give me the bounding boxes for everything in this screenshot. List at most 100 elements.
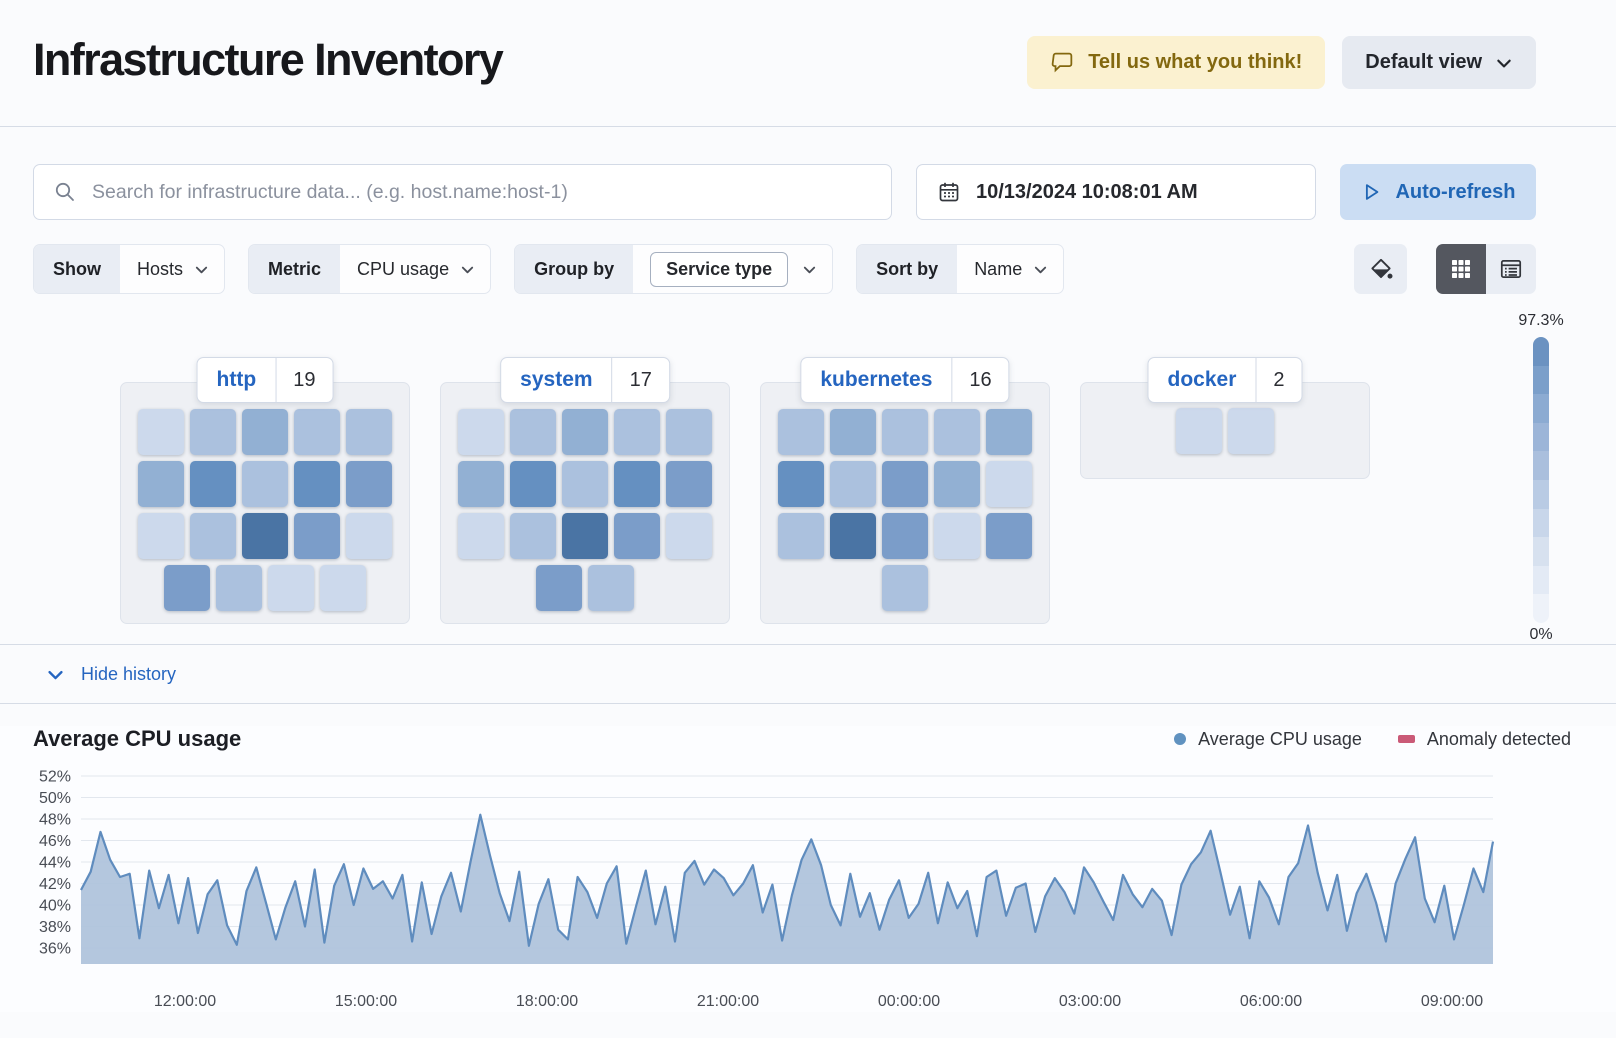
host-tile[interactable] (294, 461, 340, 507)
filter-group-by-label: Group by (515, 245, 634, 293)
svg-text:38%: 38% (39, 919, 71, 936)
color-palette-button[interactable] (1354, 244, 1407, 294)
hide-history-label: Hide history (81, 663, 177, 684)
host-tile[interactable] (346, 461, 392, 507)
host-tile[interactable] (190, 461, 236, 507)
filter-group-by-value[interactable]: Service type (650, 251, 789, 287)
host-tile[interactable] (190, 513, 236, 559)
host-tile[interactable] (778, 409, 824, 455)
host-tile[interactable] (666, 461, 712, 507)
host-tile[interactable] (562, 461, 608, 507)
host-tile[interactable] (138, 513, 184, 559)
grid-icon (1449, 257, 1473, 281)
svg-text:12:00:00: 12:00:00 (154, 993, 216, 1010)
hide-history-toggle[interactable]: Hide history (0, 644, 1616, 704)
search-box[interactable] (33, 164, 892, 220)
svg-text:00:00:00: 00:00:00 (878, 993, 940, 1010)
host-tile[interactable] (830, 461, 876, 507)
host-tile[interactable] (294, 513, 340, 559)
filter-metric-label: Metric (249, 245, 341, 293)
host-tile[interactable] (882, 513, 928, 559)
host-tile[interactable] (1176, 408, 1222, 454)
host-tile[interactable] (242, 409, 288, 455)
filter-sort-by-value: Name (974, 258, 1023, 279)
host-tile[interactable] (536, 565, 582, 611)
host-tile[interactable] (458, 409, 504, 455)
svg-text:09:00:00: 09:00:00 (1421, 993, 1483, 1010)
host-tile[interactable] (294, 409, 340, 455)
view-dropdown[interactable]: Default view (1342, 36, 1536, 89)
host-tile[interactable] (986, 461, 1032, 507)
host-tile[interactable] (882, 409, 928, 455)
svg-text:21:00:00: 21:00:00 (697, 993, 759, 1010)
host-tile[interactable] (242, 461, 288, 507)
svg-text:46%: 46% (39, 833, 71, 850)
legend-item-average-cpu[interactable]: Average CPU usage (1174, 729, 1362, 750)
host-tile[interactable] (882, 461, 928, 507)
scale-max-label: 97.3% (1518, 312, 1564, 329)
table-view-button[interactable] (1486, 244, 1536, 294)
filter-metric[interactable]: Metric CPU usage (248, 244, 492, 294)
host-tile[interactable] (588, 565, 634, 611)
host-tile[interactable] (138, 409, 184, 455)
host-tile[interactable] (510, 409, 556, 455)
host-tile[interactable] (190, 409, 236, 455)
host-tile[interactable] (614, 513, 660, 559)
host-tile[interactable] (778, 513, 824, 559)
search-input[interactable] (92, 180, 872, 204)
filter-sort-by-label: Sort by (857, 245, 958, 293)
grid-view-button[interactable] (1436, 244, 1486, 294)
svg-text:40%: 40% (39, 898, 71, 915)
view-tools (1354, 244, 1536, 294)
host-tile[interactable] (458, 513, 504, 559)
host-tile[interactable] (830, 409, 876, 455)
host-tile[interactable] (510, 513, 556, 559)
host-tile[interactable] (882, 565, 928, 611)
filter-show[interactable]: Show Hosts (33, 244, 226, 294)
host-tile[interactable] (346, 513, 392, 559)
auto-refresh-label: Auto-refresh (1395, 180, 1516, 203)
host-tile[interactable] (242, 513, 288, 559)
host-tile[interactable] (510, 461, 556, 507)
host-tile[interactable] (778, 461, 824, 507)
host-tile[interactable] (1228, 408, 1274, 454)
host-tile[interactable] (138, 461, 184, 507)
host-tile[interactable] (216, 565, 262, 611)
date-picker[interactable]: 10/13/2024 10:08:01 AM (916, 164, 1316, 220)
host-tile[interactable] (562, 513, 608, 559)
host-tile[interactable] (458, 461, 504, 507)
host-tile[interactable] (562, 409, 608, 455)
host-tile[interactable] (934, 461, 980, 507)
host-tile[interactable] (666, 513, 712, 559)
host-tile[interactable] (164, 565, 210, 611)
feedback-button[interactable]: Tell us what you think! (1027, 36, 1326, 89)
host-tile[interactable] (934, 513, 980, 559)
host-tile[interactable] (666, 409, 712, 455)
host-tile[interactable] (986, 409, 1032, 455)
play-icon (1360, 181, 1382, 203)
filter-metric-value: CPU usage (357, 258, 450, 279)
legend-item-anomaly[interactable]: Anomaly detected (1397, 729, 1571, 750)
host-tile[interactable] (346, 409, 392, 455)
chart-legend: Average CPU usage Anomaly detected (1174, 729, 1571, 750)
feedback-button-label: Tell us what you think! (1088, 51, 1303, 73)
filter-group-by[interactable]: Group by Service type (514, 244, 834, 294)
host-tile[interactable] (268, 565, 314, 611)
host-tile[interactable] (986, 513, 1032, 559)
filter-row: Show Hosts Metric CPU usage Group by Ser… (33, 244, 1536, 294)
filter-show-label: Show (34, 245, 120, 293)
host-tile[interactable] (830, 513, 876, 559)
filter-sort-by[interactable]: Sort by Name (856, 244, 1065, 294)
host-tile[interactable] (320, 565, 366, 611)
host-tile[interactable] (614, 461, 660, 507)
host-tile[interactable] (934, 409, 980, 455)
chevron-down-icon (194, 262, 209, 277)
auto-refresh-button[interactable]: Auto-refresh (1340, 164, 1536, 220)
host-tile[interactable] (614, 409, 660, 455)
svg-text:15:00:00: 15:00:00 (335, 993, 397, 1010)
